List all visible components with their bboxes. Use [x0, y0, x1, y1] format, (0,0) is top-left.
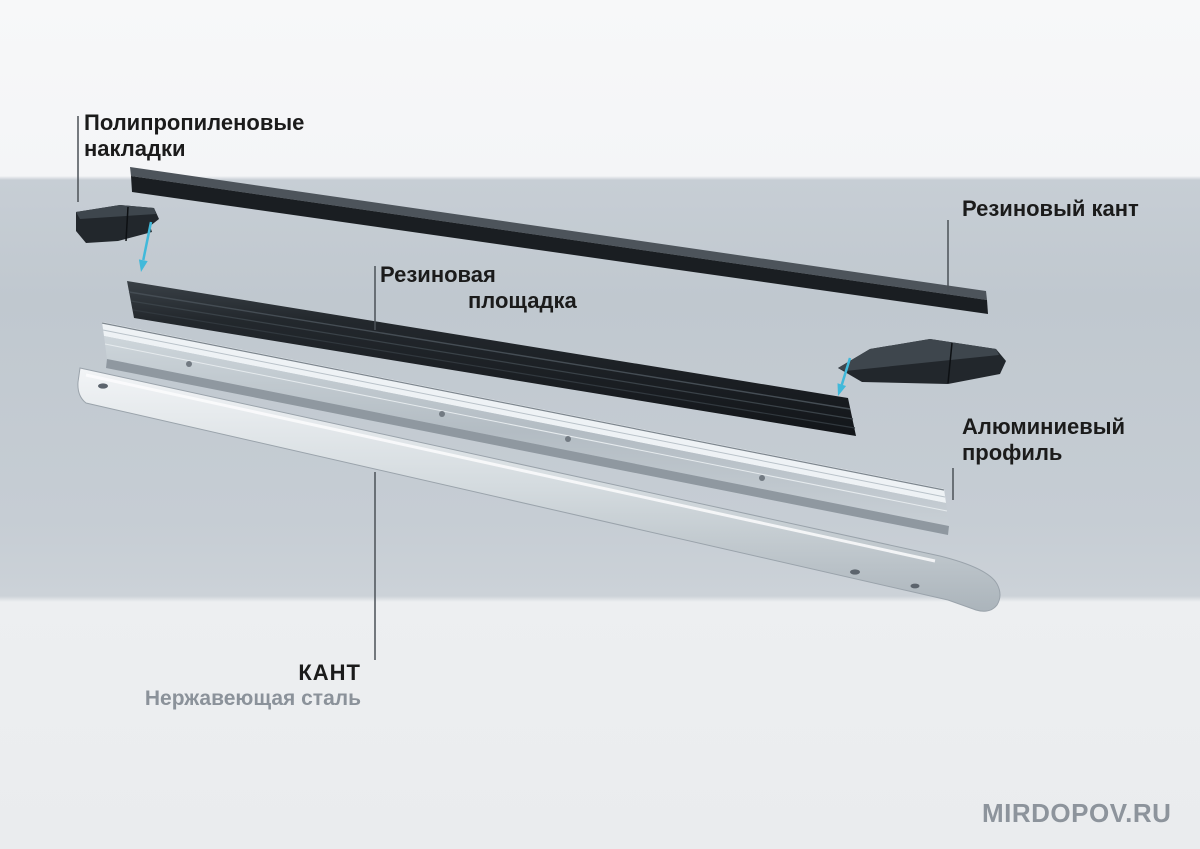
label-line: Полипропиленовые: [84, 110, 305, 135]
rubber-edge-strip: [130, 167, 988, 314]
rubber-platform: [127, 281, 856, 436]
label-steel-kant: КАНТ Нержавеющая сталь: [95, 660, 361, 712]
label-line: Резиновая: [380, 262, 496, 287]
watermark-text: MIRDOPOV.RU: [982, 798, 1172, 828]
label-rubber-platform: Резиновая площадка: [380, 262, 577, 314]
label-kant-title: КАНТ: [298, 660, 361, 685]
polypropylene-pad-left: [76, 205, 159, 243]
label-line: накладки: [84, 136, 186, 161]
label-line: площадка: [468, 288, 577, 313]
label-line: Алюминиевый: [962, 414, 1126, 439]
label-rubber-edge: Резиновый кант: [962, 196, 1139, 222]
assembly-arrows: [138, 221, 852, 396]
leader-lines: [77, 116, 954, 660]
label-kant-subtitle: Нержавеющая сталь: [144, 687, 361, 710]
label-line: Резиновый кант: [962, 196, 1139, 221]
steel-kant: [77, 367, 1001, 612]
polypropylene-pad-right: [838, 339, 1006, 384]
aluminum-profile: [101, 322, 949, 535]
label-line: профиль: [962, 440, 1063, 465]
arrow-right-pad-icon: [837, 357, 852, 396]
arrow-left-pad-icon: [138, 221, 153, 272]
label-aluminum-profile: Алюминиевый профиль: [962, 414, 1125, 466]
label-polypropylene-pads: Полипропиленовые накладки: [84, 110, 304, 162]
